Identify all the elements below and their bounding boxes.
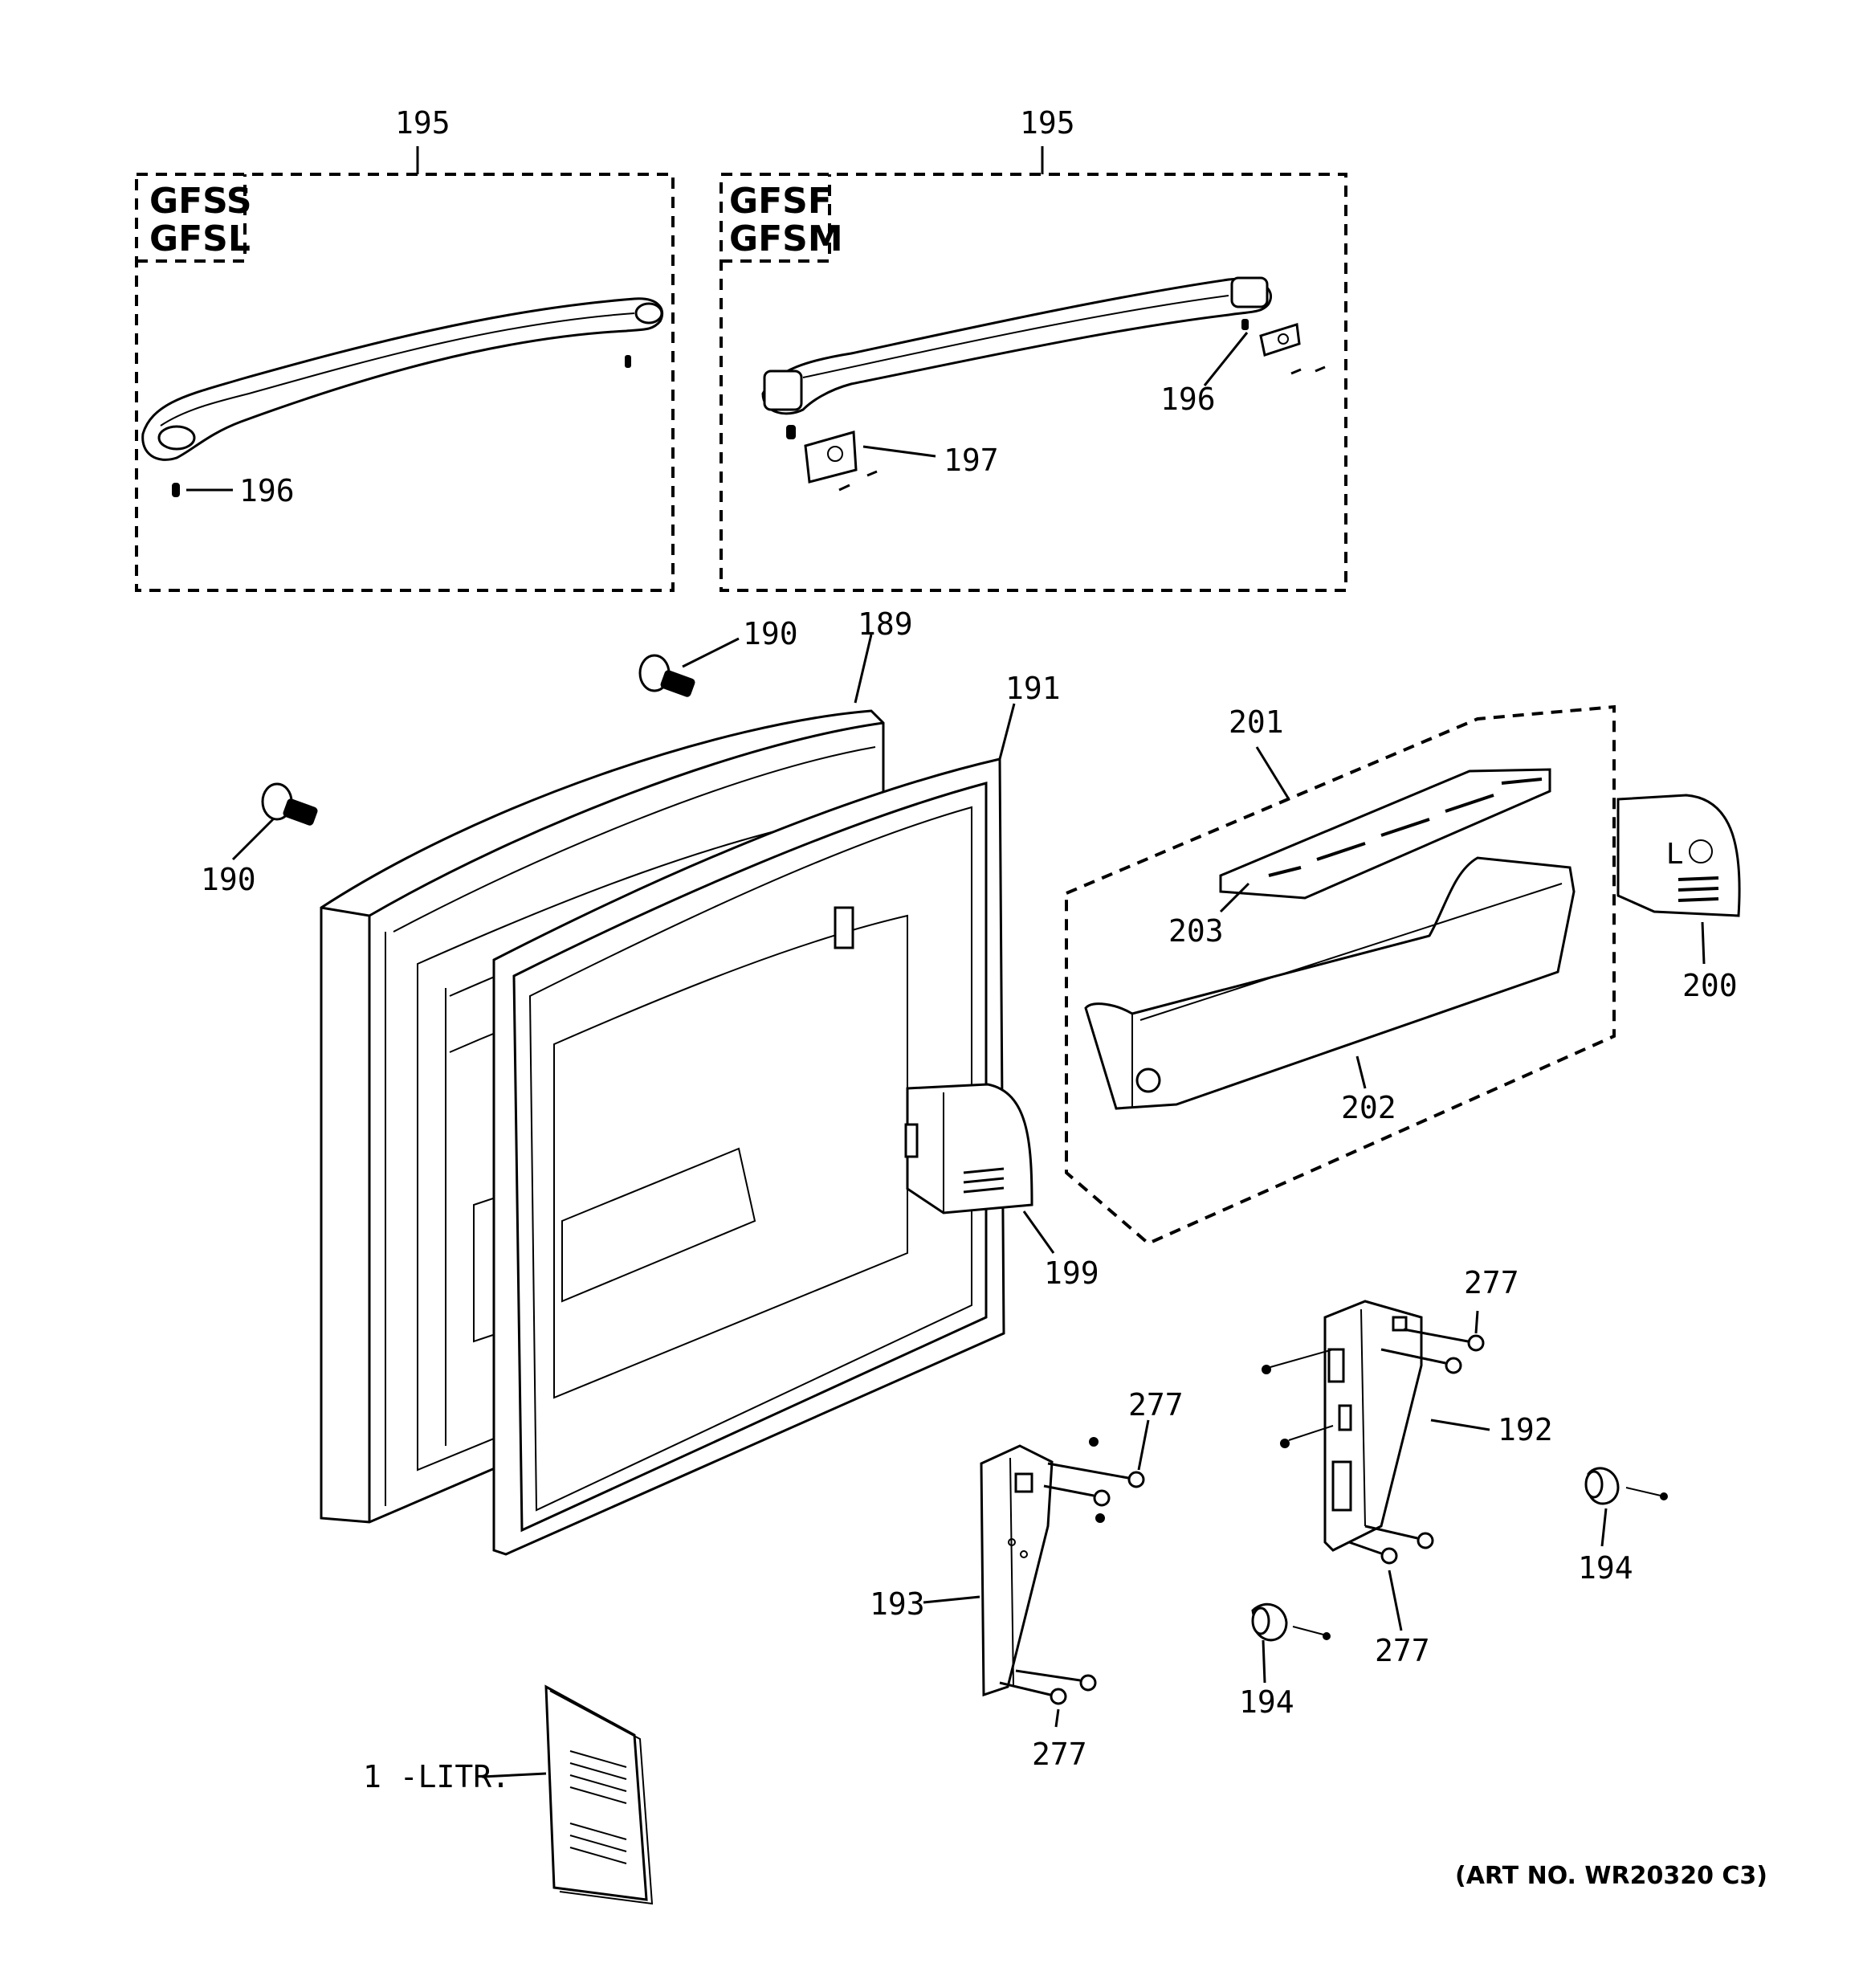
handle-group-right-box: [720, 173, 1347, 592]
bin-end-cover-logo: L: [1666, 838, 1682, 871]
literature-booklet: [544, 1684, 654, 1905]
model-tag-gfss: GFSS: [149, 181, 252, 222]
callout-196-right: 196: [1160, 382, 1216, 417]
door-handle-left: [141, 297, 664, 461]
callout-literature: 1 -LITR.: [363, 1759, 510, 1794]
callout-277-a: 277: [1464, 1265, 1519, 1300]
screws-277: [999, 1328, 1485, 1705]
screw-small-4: [1095, 1513, 1105, 1523]
callout-194-right: 194: [1578, 1550, 1633, 1586]
callout-189: 189: [858, 606, 913, 642]
door-latch: [834, 906, 854, 949]
screw-277-h: [999, 1681, 1067, 1705]
bumper-194-left: [1251, 1602, 1331, 1642]
screw-277-e: [1047, 1462, 1145, 1488]
model-tag-gfsm: GFSM: [729, 218, 843, 259]
handle-bracket-right-top: [1259, 323, 1326, 375]
handle-group-right: GFSF GFSM 195 196 197: [720, 105, 1347, 592]
screw-277-d: [1348, 1541, 1398, 1565]
handle-plug-left-top: [625, 355, 631, 368]
callout-192: 192: [1498, 1412, 1553, 1447]
handle-group-left-box: [135, 173, 675, 592]
bracket-193: [980, 1444, 1054, 1697]
handle-bracket-right-bottom: [804, 431, 878, 492]
door-plug-upper: [638, 654, 695, 697]
bin-assembly: L: [1065, 704, 1741, 1246]
callout-194-left: 194: [1239, 1684, 1294, 1720]
callout-199: 199: [1044, 1255, 1099, 1291]
screw-277-f: [1043, 1484, 1111, 1507]
handle-plug-right: [1241, 319, 1249, 330]
screw-small-2: [1280, 1425, 1334, 1448]
handle-plug-right-bottom: [786, 425, 796, 439]
callout-277-d: 277: [1032, 1737, 1087, 1772]
door-handle-right: [761, 276, 1272, 415]
callout-277-c: 277: [1128, 1387, 1184, 1423]
callout-196-left: 196: [239, 473, 295, 508]
door-bin-202: [1084, 856, 1576, 1110]
handle-plug-left: [172, 483, 180, 497]
callout-195-left: 195: [395, 105, 450, 141]
screw-277-g: [1015, 1669, 1097, 1692]
door-plug-lower: [261, 782, 318, 826]
screw-small-3: [1089, 1437, 1099, 1447]
screw-277-b: [1380, 1348, 1462, 1374]
bin-group-box: [1065, 704, 1616, 1246]
callout-197: 197: [944, 443, 999, 478]
door-gasket: [492, 757, 1005, 1556]
callout-202: 202: [1341, 1090, 1396, 1125]
bin-end-cover-200: L: [1616, 794, 1741, 917]
model-tag-gfsf: GFSF: [729, 181, 832, 222]
bracket-192: [1323, 1300, 1423, 1552]
callout-190-upper: 190: [743, 616, 798, 651]
callout-277-b: 277: [1375, 1633, 1430, 1668]
bin-cover-203: [1219, 768, 1551, 900]
callout-191: 191: [1005, 671, 1061, 706]
callout-190-lower: 190: [201, 862, 256, 897]
callout-200: 200: [1682, 968, 1738, 1003]
screw-277-c: [1364, 1525, 1434, 1549]
callout-195-right: 195: [1020, 105, 1075, 141]
cover-199: [904, 1083, 1033, 1214]
screw-277-a: [1403, 1328, 1485, 1352]
bumper-194-right: [1584, 1467, 1668, 1505]
callout-203: 203: [1168, 913, 1224, 949]
callout-193: 193: [870, 1586, 925, 1622]
callout-201: 201: [1229, 704, 1284, 740]
art-number: (ART NO. WR20320 C3): [1455, 1862, 1767, 1890]
handle-group-left: GFSS GFSL 195 196: [135, 105, 675, 592]
model-tag-gfsl: GFSL: [149, 218, 251, 259]
screw-small-1: [1262, 1349, 1334, 1374]
